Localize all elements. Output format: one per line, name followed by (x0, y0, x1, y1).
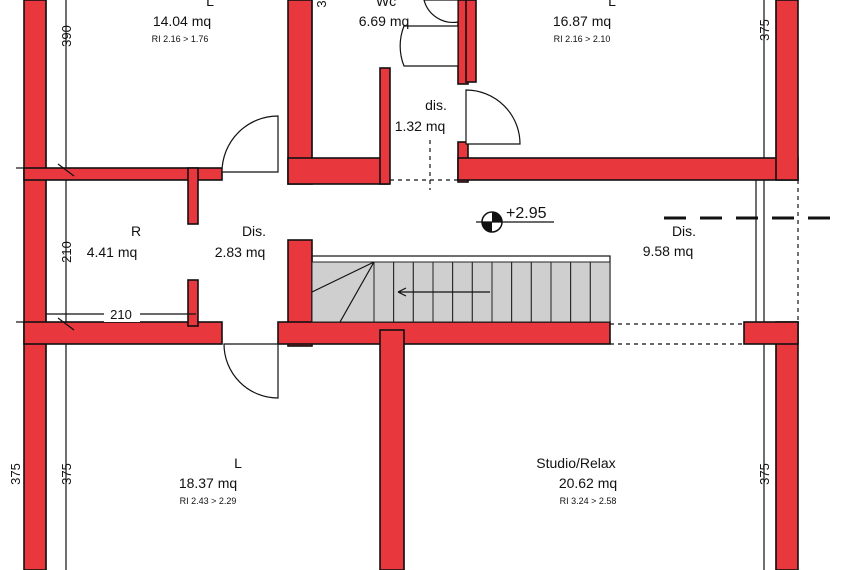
stair-step (550, 261, 572, 323)
room-bottom-left-label: L (234, 455, 242, 471)
room-wc-label: Wc (376, 0, 396, 9)
dim-right-bottom: 375 (757, 463, 772, 485)
wall-center-top (287, 0, 313, 185)
walls (23, 0, 799, 570)
room-studio-label: Studio/Relax (536, 455, 615, 471)
dim-left-top: 390 (59, 25, 74, 47)
room-top-right-label: L (608, 0, 616, 9)
stair-direction-arrow (397, 287, 490, 297)
room-wc-area: 6.69 mq (359, 13, 410, 29)
door-top-left (221, 115, 279, 173)
doors (221, 0, 521, 399)
room-bottom-left-area: 18.37 mq (179, 475, 237, 491)
wall-studio-left (379, 329, 405, 570)
wall-left-outer (23, 0, 47, 570)
room-r-label: R (131, 223, 141, 239)
room-dis-small-label: dis. (425, 97, 447, 113)
wall-top-left-bottom (23, 167, 223, 181)
dashed-lines (390, 140, 830, 345)
dim-left-edge: 375 (8, 463, 23, 485)
dimension-labels: 390 210 375 375 375 210 3 375 (8, 0, 772, 484)
room-dis-left-area: 2.83 mq (215, 244, 266, 260)
stair-step (530, 261, 552, 323)
room-top-right-area: 16.87 mq (553, 13, 611, 29)
room-top-left-label: L (206, 0, 214, 9)
stair-landing (311, 261, 375, 323)
stair-step (570, 261, 591, 323)
door-wc (399, 25, 459, 67)
dim-horizontal-r: 210 (110, 307, 132, 322)
door-dis-small (465, 89, 521, 145)
wall-wc-dis (379, 67, 391, 185)
room-bottom-left-ri: RI 2.43 > 2.29 (180, 496, 237, 506)
level-marker: +2.95 (476, 205, 554, 233)
staircase (311, 255, 611, 323)
door-bottom-left (223, 343, 279, 399)
room-r-area: 4.41 mq (87, 244, 138, 260)
room-dis-right-label: Dis. (672, 223, 696, 239)
wall-right-bottom-cap (743, 321, 799, 345)
level-marker-text: +2.95 (506, 205, 547, 222)
wall-wc-inner (465, 0, 477, 83)
dim-left-bottom: 375 (59, 463, 74, 485)
dim-left-mid: 210 (59, 241, 74, 263)
wall-top-right-bottom (457, 157, 799, 181)
stair-step (491, 261, 513, 323)
wall-under-wc (287, 157, 389, 185)
wall-stub-r-top (187, 167, 199, 225)
room-dis-left-label: Dis. (242, 223, 266, 239)
wall-right-top (775, 0, 799, 181)
dim-wc-partial: 3 (314, 0, 329, 7)
inner-lines (16, 0, 777, 570)
room-top-left-area: 14.04 mq (153, 13, 211, 29)
room-studio-area: 20.62 mq (559, 475, 617, 491)
stair-step (511, 261, 532, 323)
wall-under-stair (277, 321, 611, 345)
room-labels: L 14.04 mq RI 2.16 > 1.76 Wc 6.69 mq L 1… (87, 0, 696, 506)
room-studio-ri: RI 3.24 > 2.58 (560, 496, 617, 506)
door-wc-top (423, 0, 459, 24)
room-top-left-ri: RI 2.16 > 1.76 (152, 34, 209, 44)
stair-step (373, 261, 395, 323)
room-dis-small-area: 1.32 mq (395, 118, 446, 134)
wall-right-bottom (775, 321, 799, 570)
wall-stub-r-bottom (187, 279, 199, 327)
room-dis-right-area: 9.58 mq (643, 243, 694, 259)
room-top-right-ri: RI 2.16 > 2.10 (554, 34, 611, 44)
dim-right-top: 375 (757, 19, 772, 41)
stair-step (589, 261, 611, 323)
stair-landing-lines (311, 261, 375, 323)
